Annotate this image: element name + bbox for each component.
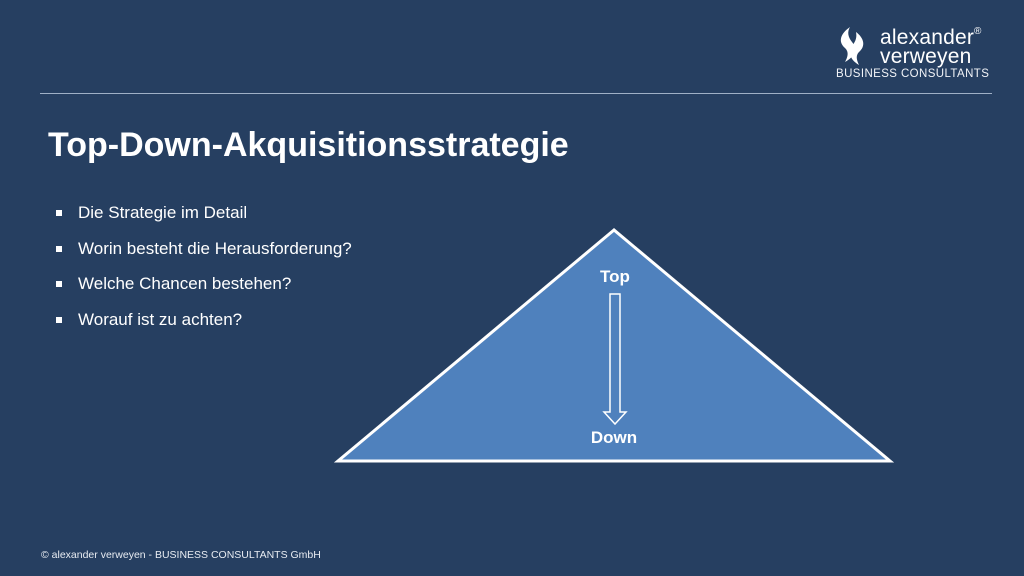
bullet-item: Welche Chancen bestehen? — [56, 271, 352, 307]
logo-mark-icon — [840, 27, 864, 65]
down-arrow-icon — [602, 293, 628, 426]
bullet-list: Die Strategie im Detail Worin besteht di… — [56, 200, 352, 342]
company-logo: alexander® verweyen BUSINESS CONSULTANTS — [832, 24, 1002, 86]
header-divider — [40, 93, 992, 94]
registered-mark: ® — [974, 26, 982, 37]
top-down-pyramid: Top Down — [334, 228, 894, 463]
logo-subtitle: BUSINESS CONSULTANTS — [836, 68, 990, 80]
bullet-item: Worin besteht die Herausforderung? — [56, 236, 352, 272]
slide-title: Top-Down-Akquisitionsstrategie — [48, 126, 569, 164]
top-label: Top — [600, 267, 630, 286]
logo-name: alexander® verweyen — [880, 24, 982, 68]
logo-name-line1: alexander — [880, 26, 975, 49]
down-label: Down — [591, 428, 637, 447]
bullet-item: Worauf ist zu achten? — [56, 307, 352, 343]
footer-copyright: © alexander verweyen - BUSINESS CONSULTA… — [41, 549, 321, 561]
bullet-item: Die Strategie im Detail — [56, 200, 352, 236]
logo-name-line2: verweyen — [880, 45, 972, 68]
